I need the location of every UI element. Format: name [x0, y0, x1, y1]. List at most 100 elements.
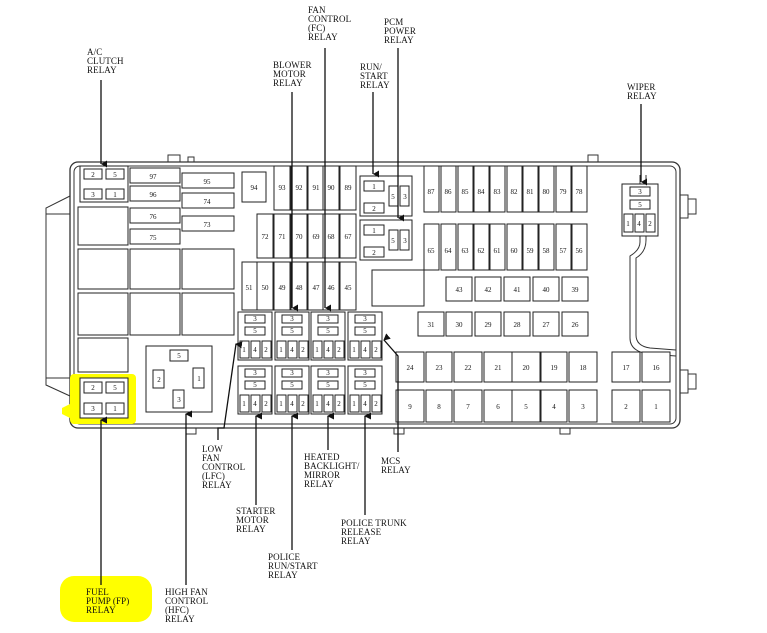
svg-text:RELAY: RELAY	[268, 570, 298, 580]
svg-text:POWER: POWER	[384, 26, 416, 36]
fuse-50: 50	[262, 284, 270, 292]
fuse-81: 81	[527, 188, 535, 196]
fuse-67: 67	[345, 233, 353, 241]
pin-label: 3	[403, 193, 407, 201]
pin-label: 3	[363, 315, 367, 323]
pin-label: 5	[363, 327, 367, 335]
fuse-78: 78	[576, 188, 584, 196]
pin-label: 5	[113, 171, 117, 179]
pin-label: 3	[290, 315, 294, 323]
mcs-relay-label: MCS RELAY	[381, 456, 411, 475]
pin-label: 5	[253, 381, 257, 389]
pin-label: 4	[290, 400, 294, 408]
right-of-left-fuse-column: 95 74 73	[181, 172, 235, 232]
pin-label: 2	[648, 220, 652, 228]
pin-label: 2	[264, 346, 268, 354]
fuse-62: 62	[478, 247, 486, 255]
high-fan-control-relay-label: HIGH FAN CONTROL (HFC) RELAY	[165, 587, 208, 624]
low-fan-control-relay-label: LOW FAN CONTROL (LFC) RELAY	[202, 444, 245, 490]
fuse-row-b: 72 71 70 69 68 67	[256, 213, 357, 259]
svg-text:94: 94	[251, 184, 259, 192]
svg-text:HIGH FAN: HIGH FAN	[165, 587, 208, 597]
pin-label: 2	[301, 400, 305, 408]
fuse-85: 85	[462, 188, 470, 196]
pin-label: 1	[113, 191, 117, 199]
pin-label: 1	[352, 400, 356, 408]
fuse-95: 95	[204, 178, 212, 186]
pin-label: 4	[637, 220, 641, 228]
svg-text:CLUTCH: CLUTCH	[87, 56, 124, 66]
pin-label: 1	[113, 405, 117, 413]
svg-text:RELAY: RELAY	[360, 80, 390, 90]
fuse-27: 27	[543, 321, 551, 329]
svg-text:RELAY: RELAY	[273, 78, 303, 88]
fuse-31: 31	[428, 321, 436, 329]
fuse-83: 83	[494, 188, 502, 196]
fuse-6: 6	[496, 403, 500, 411]
pin-label: 2	[91, 171, 95, 179]
police-trunk-release-relay-label: POLICE TRUNK RELEASE RELAY	[341, 518, 407, 546]
pcm-power-relay-block: 1 2 5 3	[359, 219, 413, 261]
svg-text:(FC): (FC)	[308, 23, 325, 33]
svg-text:RUN/START: RUN/START	[268, 561, 318, 571]
pin-label: 1	[315, 346, 319, 354]
fuse-93: 93	[279, 184, 287, 192]
fuse-47: 47	[313, 284, 321, 292]
fuse-19: 19	[551, 364, 559, 372]
pin-label: 5	[177, 352, 181, 360]
pin-label: 5	[326, 327, 330, 335]
svg-text:PCM: PCM	[384, 17, 403, 27]
svg-text:MCS: MCS	[381, 456, 400, 466]
svg-text:FUEL: FUEL	[86, 587, 109, 597]
pin-label: 1	[372, 183, 376, 191]
pin-label: 1	[242, 346, 246, 354]
fan-control-relay-label: FAN CONTROL (FC) RELAY	[308, 5, 351, 42]
large-cartridge-slots	[77, 206, 235, 373]
svg-text:BACKLIGHT/: BACKLIGHT/	[304, 461, 360, 471]
svg-text:RELAY: RELAY	[165, 614, 195, 624]
svg-text:CONTROL: CONTROL	[308, 14, 351, 24]
svg-text:LOW: LOW	[202, 444, 223, 454]
fuse-51: 51	[246, 284, 254, 292]
pin-label: 1	[242, 400, 246, 408]
fuse-91: 91	[313, 184, 321, 192]
pin-label: 4	[253, 346, 257, 354]
pin-label: 5	[290, 327, 294, 335]
svg-text:RELAY: RELAY	[86, 605, 116, 615]
callout-lines	[100, 48, 647, 585]
blower-motor-relay-label: BLOWER MOTOR RELAY	[273, 60, 312, 88]
fuse-82: 82	[511, 188, 519, 196]
pin-label: 2	[301, 346, 305, 354]
svg-text:START: START	[360, 71, 388, 81]
fuse-56: 56	[576, 247, 584, 255]
svg-text:RELAY: RELAY	[308, 32, 338, 42]
mini-relays-bottom-row: 3 5 1 4 2 3 5 1 4 2 3 5 1 4 2 3	[237, 365, 383, 415]
starter-motor-relay-label: STARTER MOTOR RELAY	[236, 506, 275, 534]
pin-label: 3	[326, 369, 330, 377]
fuse-49: 49	[279, 284, 287, 292]
svg-text:RUN/: RUN/	[360, 62, 382, 72]
fuse-18: 18	[580, 364, 588, 372]
pin-label: 4	[363, 400, 367, 408]
pin-label: 3	[177, 396, 181, 404]
fuse-24: 24	[407, 364, 415, 372]
svg-text:FAN: FAN	[308, 5, 326, 15]
fuse-30: 30	[456, 321, 464, 329]
svg-text:A/C: A/C	[87, 47, 102, 57]
pin-label: 3	[403, 237, 407, 245]
fuse-48: 48	[296, 284, 304, 292]
fuse-5: 5	[524, 403, 528, 411]
fuse-90: 90	[328, 184, 336, 192]
pin-label: 3	[91, 191, 95, 199]
pin-label: 3	[290, 369, 294, 377]
fuse-39: 39	[572, 286, 580, 294]
svg-text:RELAY: RELAY	[341, 536, 371, 546]
pin-label: 2	[372, 205, 376, 213]
pin-label: 1	[372, 227, 376, 235]
fuse-row-65-56: 65 64 63 62 61 60 59 58 57 56	[423, 223, 588, 271]
svg-text:HEATED: HEATED	[304, 452, 340, 462]
fuse-3: 3	[581, 403, 585, 411]
fuse-89: 89	[345, 184, 353, 192]
svg-text:RELAY: RELAY	[381, 465, 411, 475]
pin-label: 5	[363, 381, 367, 389]
